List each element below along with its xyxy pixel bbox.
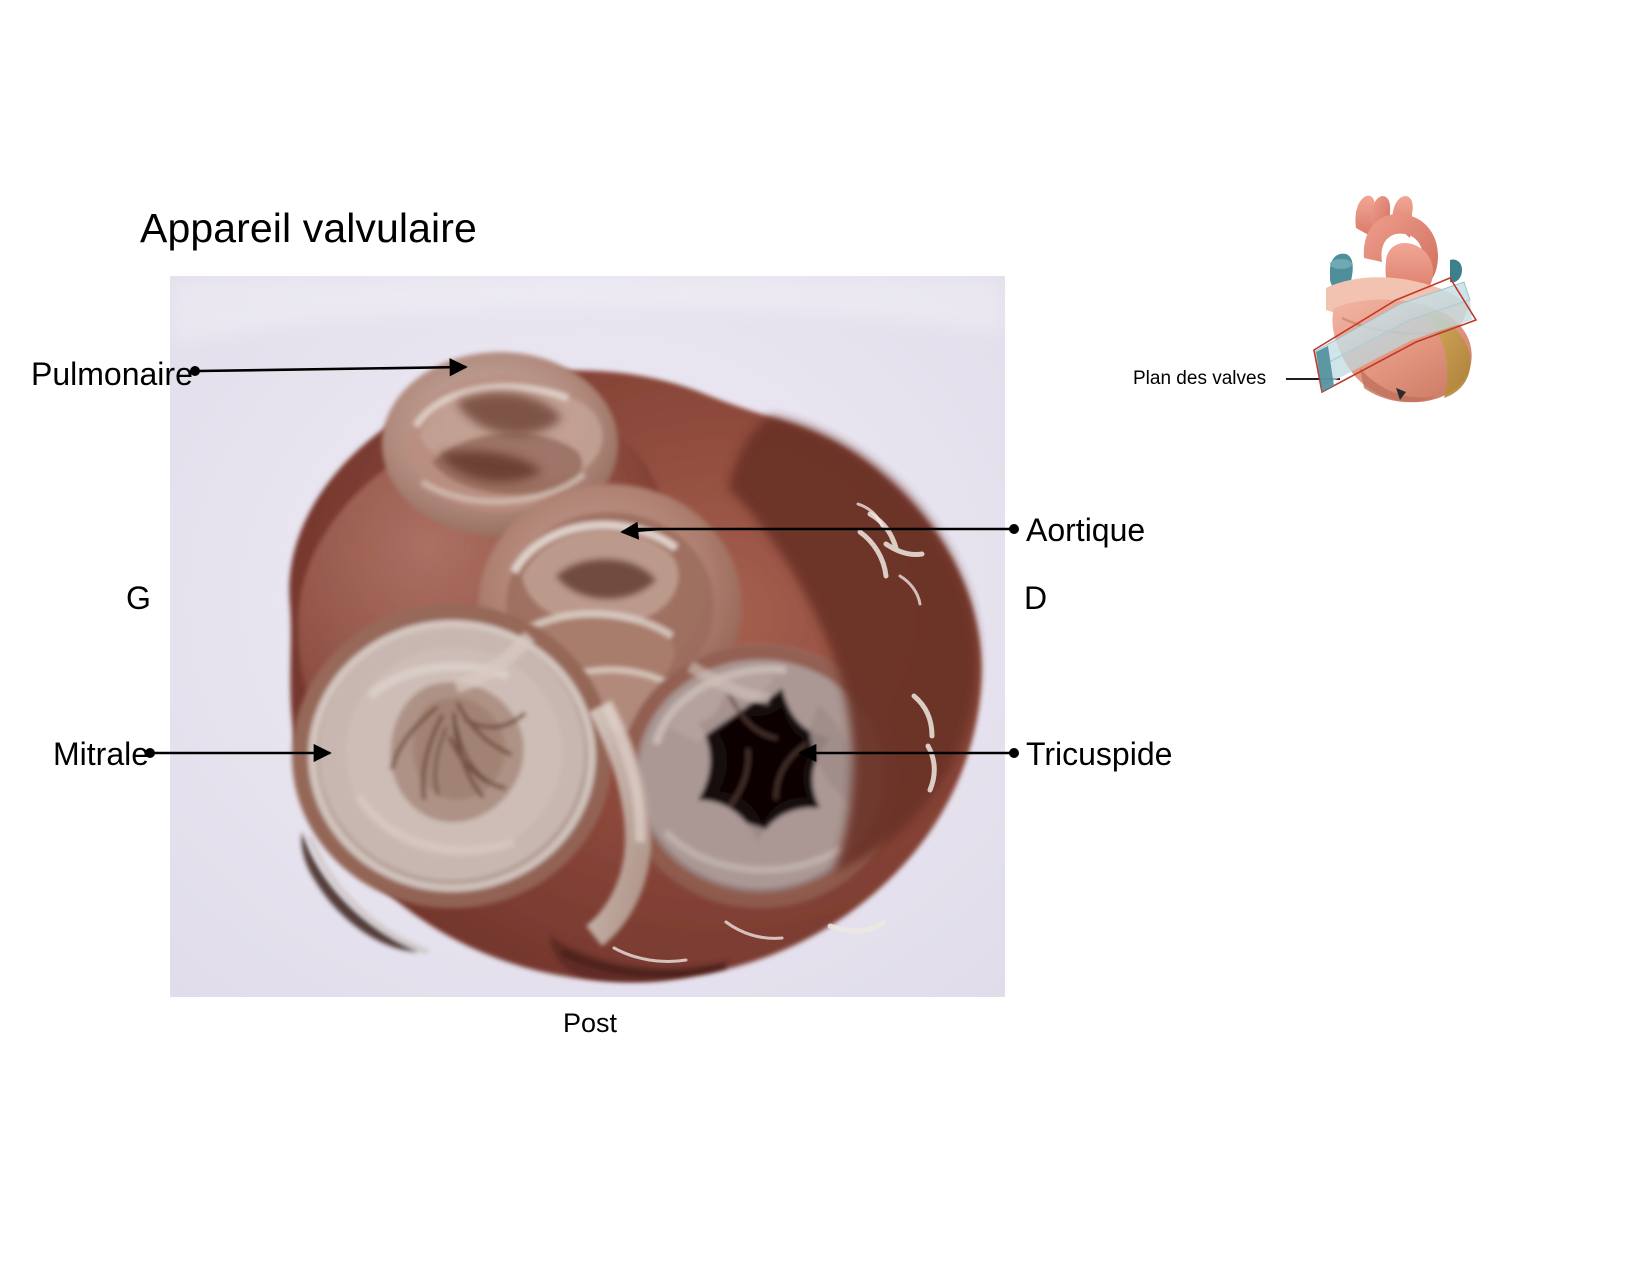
inset-caption-plan-des-valves: Plan des valves xyxy=(1133,368,1267,389)
inset-heart-diagram xyxy=(1300,192,1482,407)
label-orientation-posterior: Post xyxy=(563,1008,618,1038)
label-aortique: Aortique xyxy=(1026,512,1146,548)
label-orientation-left: G xyxy=(126,580,151,616)
specimen-photo xyxy=(170,276,1005,997)
label-pulmonaire: Pulmonaire xyxy=(31,356,193,392)
label-tricuspide: Tricuspide xyxy=(1026,736,1173,772)
label-orientation-right: D xyxy=(1024,580,1048,616)
label-mitrale: Mitrale xyxy=(53,736,150,772)
page-title: Appareil valvulaire xyxy=(140,205,477,251)
